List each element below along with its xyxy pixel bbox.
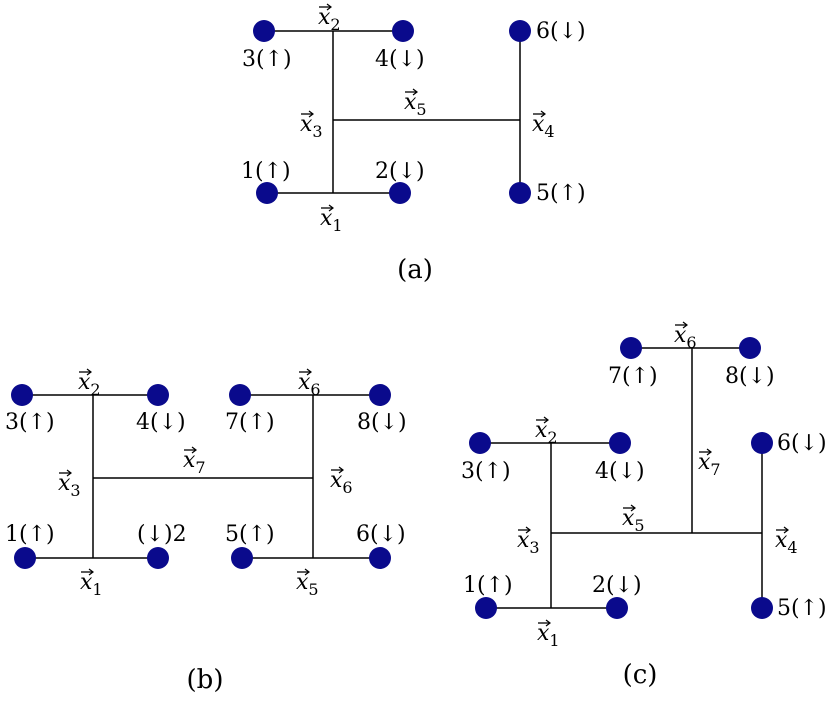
- node-label: 1(↑): [5, 522, 55, 547]
- spin-node-4: [609, 432, 631, 454]
- vector-arrowhead-icon: [88, 568, 94, 576]
- node-label: 2(↓): [592, 573, 642, 598]
- node-label: 2(↓): [375, 159, 425, 184]
- spin-node-5: [751, 597, 773, 619]
- spin-node-1: [475, 597, 497, 619]
- vertex-label-x4: x4: [532, 112, 555, 141]
- vector-arrowhead-icon: [543, 416, 549, 424]
- vertex-label-x3: x3: [58, 471, 81, 500]
- vector-arrowhead-icon: [525, 526, 531, 534]
- vertex-label-x1: x1: [320, 206, 343, 235]
- node-label: 6(↓): [536, 19, 586, 44]
- node-label: 7(↑): [225, 410, 275, 435]
- vertex-label-x5: x5: [296, 570, 319, 599]
- diagram-caption: (b): [187, 665, 224, 695]
- vector-arrowhead-icon: [304, 568, 310, 576]
- spin-node-3: [469, 432, 491, 454]
- vector-arrowhead-icon: [338, 466, 344, 474]
- node-label: 6(↓): [777, 431, 827, 456]
- spin-node-6: [369, 547, 391, 569]
- vertex-label-x5: x5: [404, 90, 427, 119]
- spin-node-4: [392, 20, 414, 42]
- node-label: 5(↑): [225, 522, 275, 547]
- vertex-label-x6: x6: [674, 323, 697, 352]
- vertex-label-x3: x3: [517, 528, 540, 557]
- node-label: 3(↑): [5, 410, 55, 435]
- spin-node-1: [14, 547, 36, 569]
- vertex-label-x6: x6: [298, 370, 321, 399]
- node-label: 5(↑): [536, 181, 586, 206]
- node-label: 3(↑): [461, 459, 511, 484]
- node-label: 7(↑): [608, 364, 658, 389]
- node-label: 8(↓): [357, 410, 407, 435]
- vector-arrowhead-icon: [682, 321, 688, 329]
- vector-arrowhead-icon: [540, 110, 546, 118]
- node-label: 1(↑): [463, 573, 513, 598]
- vertex-label-x7: x7: [698, 450, 721, 479]
- spin-node-6: [509, 20, 531, 42]
- diagram-caption: (c): [623, 660, 658, 690]
- vector-arrowhead-icon: [86, 368, 92, 376]
- vertex-label-x5: x5: [622, 506, 645, 535]
- node-label: 4(↓): [595, 459, 645, 484]
- node-label: 4(↓): [136, 410, 186, 435]
- node-label: 4(↓): [375, 47, 425, 72]
- vector-arrowhead-icon: [191, 446, 197, 454]
- spin-node-6: [751, 432, 773, 454]
- vector-arrowhead-icon: [545, 619, 551, 627]
- spin-node-3: [253, 20, 275, 42]
- spin-node-8: [739, 337, 761, 359]
- vector-arrowhead-icon: [308, 110, 314, 118]
- vertex-label-x7: x7: [183, 448, 206, 477]
- node-label: 3(↑): [242, 47, 292, 72]
- vector-arrowhead-icon: [66, 469, 72, 477]
- vector-arrowhead-icon: [412, 88, 418, 96]
- spin-node-2: [147, 547, 169, 569]
- node-label: (↓)2: [137, 522, 187, 547]
- vertex-label-x6: x6: [330, 468, 353, 497]
- spin-node-2: [606, 597, 628, 619]
- node-label: 6(↓): [356, 522, 406, 547]
- spin-node-5: [231, 547, 253, 569]
- spin-node-7: [229, 384, 251, 406]
- node-label: 5(↑): [777, 596, 827, 621]
- spin-node-5: [509, 182, 531, 204]
- diagram-caption: (a): [397, 255, 433, 285]
- vertex-label-x2: x2: [535, 418, 558, 447]
- vector-arrowhead-icon: [306, 368, 312, 376]
- vertex-label-x3: x3: [300, 112, 323, 141]
- vertex-label-x2: x2: [78, 370, 101, 399]
- vector-arrowhead-icon: [706, 448, 712, 456]
- spin-node-8: [369, 384, 391, 406]
- spin-node-4: [147, 384, 169, 406]
- diagram-b: 3(↑) 4(↓) 7(↑) 8(↓) 1(↑) (↓)2 5(↑) 6(↓) x2 x6 x7 x3…: [5, 368, 407, 695]
- spin-node-2: [389, 182, 411, 204]
- node-label: 1(↑): [241, 159, 291, 184]
- vector-arrowhead-icon: [326, 3, 332, 11]
- vertex-label-x4: x4: [775, 528, 798, 557]
- spin-node-3: [11, 384, 33, 406]
- vertex-label-x1: x1: [537, 621, 560, 650]
- vector-arrowhead-icon: [630, 504, 636, 512]
- vertex-label-x1: x1: [80, 570, 103, 599]
- vector-arrowhead-icon: [328, 204, 334, 212]
- vector-arrowhead-icon: [783, 526, 789, 534]
- node-label: 8(↓): [725, 364, 775, 389]
- diagram-c: 7(↑) 8(↓) 3(↑) 4(↓) 6(↓) 1(↑) 2(↓) 5(↑) x6 x2 x7 x5…: [461, 321, 827, 690]
- vertex-label-x2: x2: [318, 5, 341, 34]
- spin-node-7: [620, 337, 642, 359]
- spin-node-1: [256, 182, 278, 204]
- diagram-a: 3(↑) 4(↓) 6(↓) 1(↑) 2(↓) 5(↑) x2 x3 x5 x4 x1 (a): [241, 3, 586, 285]
